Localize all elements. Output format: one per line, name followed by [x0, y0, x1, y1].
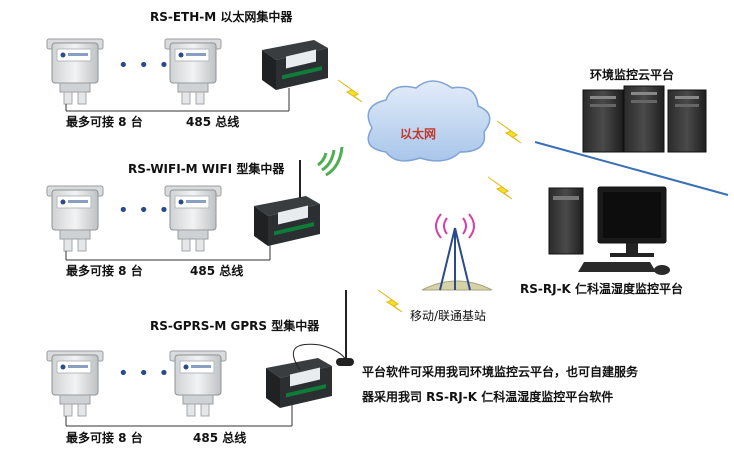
bolt-2	[496, 120, 522, 144]
base-station	[421, 227, 493, 291]
gprs-antenna	[292, 290, 354, 371]
bolt-3	[487, 176, 513, 200]
cloud-servers	[582, 85, 707, 153]
group-1-count-label: 最多可接 8 台	[66, 115, 143, 129]
collector-eth	[262, 40, 328, 90]
rj-platform-pc	[548, 186, 670, 275]
bus-line-3	[65, 405, 293, 427]
rj-platform-label: RS-RJ-K 仁科温湿度监控平台	[520, 282, 684, 296]
group-3-ellipsis: • • •	[118, 363, 172, 384]
sensor-3b	[169, 350, 227, 417]
note-line-1: 平台软件可采用我司环境监控云平台，也可自建服务	[362, 365, 639, 379]
sensor-1a	[46, 38, 104, 105]
note-line-2: 器采用我司 RS-RJ-K 仁科温湿度监控平台软件	[362, 390, 614, 404]
group-1-title: RS-ETH-M 以太网集中器	[150, 10, 293, 24]
group-1-bus-label: 485 总线	[186, 115, 240, 129]
ethernet-cloud	[367, 80, 491, 162]
sensor-3a	[46, 350, 104, 417]
bolt-1	[337, 79, 363, 103]
collector-wifi	[254, 196, 320, 246]
sensor-1b	[164, 38, 222, 105]
sensor-2a	[46, 185, 104, 252]
group-2-ellipsis: • • •	[118, 200, 172, 221]
bus-line-1	[65, 88, 290, 112]
group-2-count-label: 最多可接 8 台	[66, 264, 143, 278]
server-link-line	[534, 141, 729, 196]
cloud-label: 以太网	[400, 127, 437, 141]
bolt-4	[377, 289, 403, 313]
group-3-count-label: 最多可接 8 台	[66, 431, 143, 445]
antenna-signal-icon	[435, 213, 475, 239]
sensor-2b	[164, 185, 222, 252]
group-1-ellipsis: • • •	[118, 55, 172, 76]
wifi-signal-icon	[317, 146, 344, 177]
base-station-label: 移动/联通基站	[410, 309, 487, 323]
group-2-bus-label: 485 总线	[190, 264, 244, 278]
group-2-title: RS-WIFI-M WIFI 型集中器	[128, 162, 285, 176]
cloud-platform-label: 环境监控云平台	[590, 68, 675, 82]
group-3-title: RS-GPRS-M GPRS 型集中器	[150, 319, 320, 333]
group-3-bus-label: 485 总线	[193, 431, 247, 445]
bus-line-2	[65, 238, 271, 261]
collector-gprs	[266, 358, 332, 408]
